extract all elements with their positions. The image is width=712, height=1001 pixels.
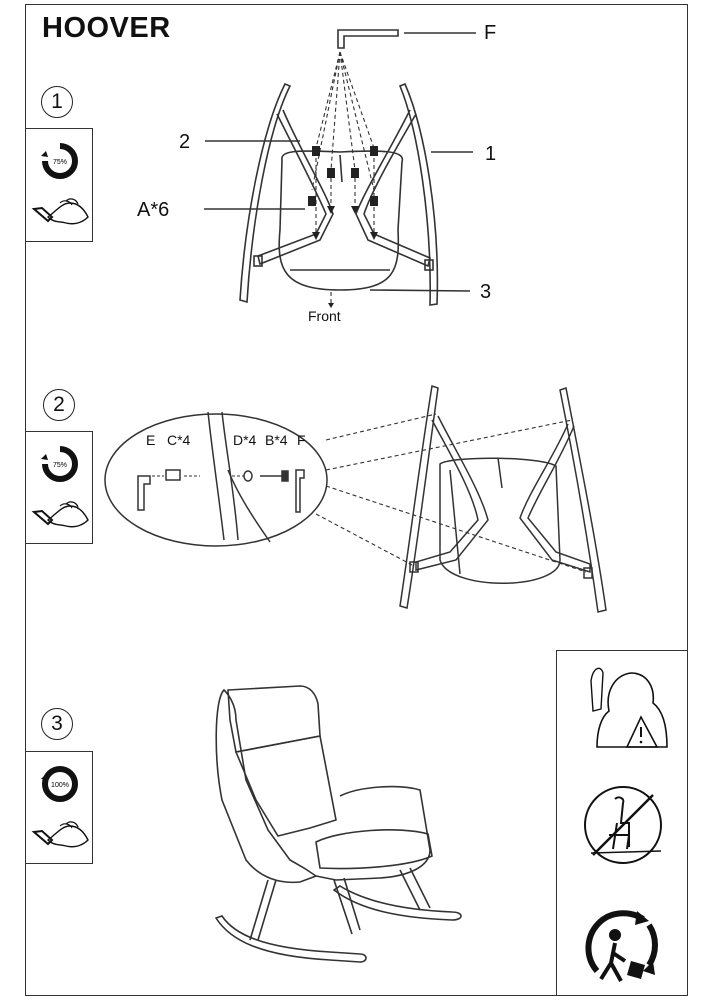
step2-diagram: [104, 385, 607, 613]
leg-frame-right: [355, 109, 431, 268]
seat-cushion: [315, 829, 433, 870]
backrest: [234, 735, 337, 837]
progress-ring-icon: 75%: [41, 142, 78, 179]
label-2: 2: [179, 131, 191, 153]
sleeve-C: [165, 469, 181, 481]
person-warning-icon: [590, 667, 668, 748]
progress-label: 75%: [53, 462, 67, 469]
hand-allen-key-icon: [31, 501, 89, 528]
label-3: 3: [480, 281, 492, 303]
bolt-left: [253, 255, 263, 267]
rocker-right: [398, 82, 439, 306]
bolt-B: [281, 470, 289, 482]
rocker-back: [332, 885, 462, 921]
tool-box-step-2: 75%: [25, 431, 93, 544]
step1-diagram: [204, 29, 476, 308]
label-front: Front: [308, 308, 341, 324]
product-title: HOOVER: [42, 12, 171, 44]
rocker-left-2: [399, 385, 439, 609]
progress-ring-icon: 75%: [41, 445, 78, 482]
label-D4: D*4: [233, 432, 257, 448]
step-number-2: 2: [43, 389, 75, 421]
rocker-left: [239, 82, 292, 304]
seat-shell-2: [439, 457, 561, 584]
label-C4: C*4: [167, 432, 191, 448]
no-standing-on-chair-icon: [584, 786, 662, 864]
progress-label: 75%: [53, 159, 67, 166]
rocker-front: [214, 915, 367, 963]
bolt-right: [424, 259, 434, 271]
label-1: 1: [485, 143, 497, 165]
rocker-right-2: [559, 387, 607, 613]
tool-box-step-3: 100%: [25, 751, 93, 864]
progress-label: 100%: [51, 782, 69, 789]
leg-frame-left: [257, 109, 334, 266]
progress-ring-icon: 100%: [41, 766, 78, 802]
detail-ellipse: [104, 413, 328, 547]
hand-allen-key-icon: [31, 198, 89, 225]
allen-key-F: [337, 29, 399, 49]
tool-box-step-1: 75%: [25, 128, 93, 242]
label-a6: A*6: [137, 199, 170, 221]
step-number-1: 1: [41, 86, 73, 118]
label-B4: B*4: [265, 432, 288, 448]
recycling-person-icon: [585, 910, 658, 982]
label-F-step1: F: [484, 22, 497, 44]
allen-key-E: [137, 475, 151, 511]
label-E: E: [146, 432, 156, 448]
allen-key-F-step2: [295, 469, 305, 513]
warning-panel: [556, 650, 688, 996]
step-number-3: 3: [41, 708, 73, 740]
hand-allen-key-icon: [31, 821, 89, 848]
label-F-step2: F: [297, 432, 306, 448]
headrest: [227, 685, 321, 753]
